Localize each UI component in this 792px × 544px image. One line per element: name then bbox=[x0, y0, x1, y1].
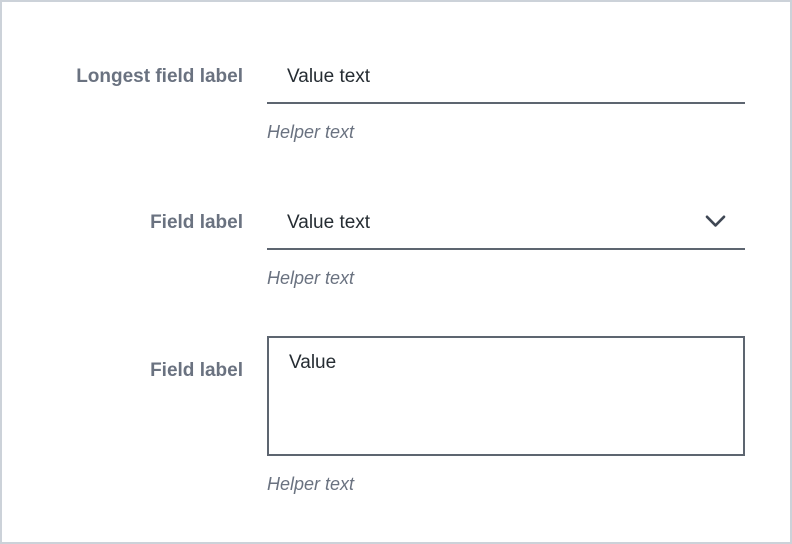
helper-text: Helper text bbox=[267, 268, 355, 288]
helper-text: Helper text bbox=[267, 474, 355, 494]
field-control: Value text Helper text bbox=[267, 210, 745, 290]
field-control: Value Helper text bbox=[267, 336, 745, 496]
field-row-textarea: Field label Value Helper text bbox=[2, 336, 790, 496]
field-label: Field label bbox=[150, 212, 243, 233]
field-label: Longest field label bbox=[76, 66, 243, 87]
chevron-down-icon bbox=[705, 215, 726, 233]
textarea-input[interactable]: Value bbox=[267, 336, 745, 456]
field-row-text-input: Longest field label Helper text bbox=[2, 64, 790, 144]
form-panel: Longest field label Helper text Field la… bbox=[2, 2, 790, 496]
field-row-select: Field label Value text Helper text bbox=[2, 210, 790, 290]
field-label: Field label bbox=[150, 360, 243, 381]
select-input[interactable]: Value text bbox=[267, 210, 745, 250]
text-input[interactable] bbox=[267, 64, 745, 104]
select-value: Value text bbox=[287, 212, 371, 233]
field-control: Helper text bbox=[267, 64, 745, 144]
helper-text: Helper text bbox=[267, 122, 355, 142]
